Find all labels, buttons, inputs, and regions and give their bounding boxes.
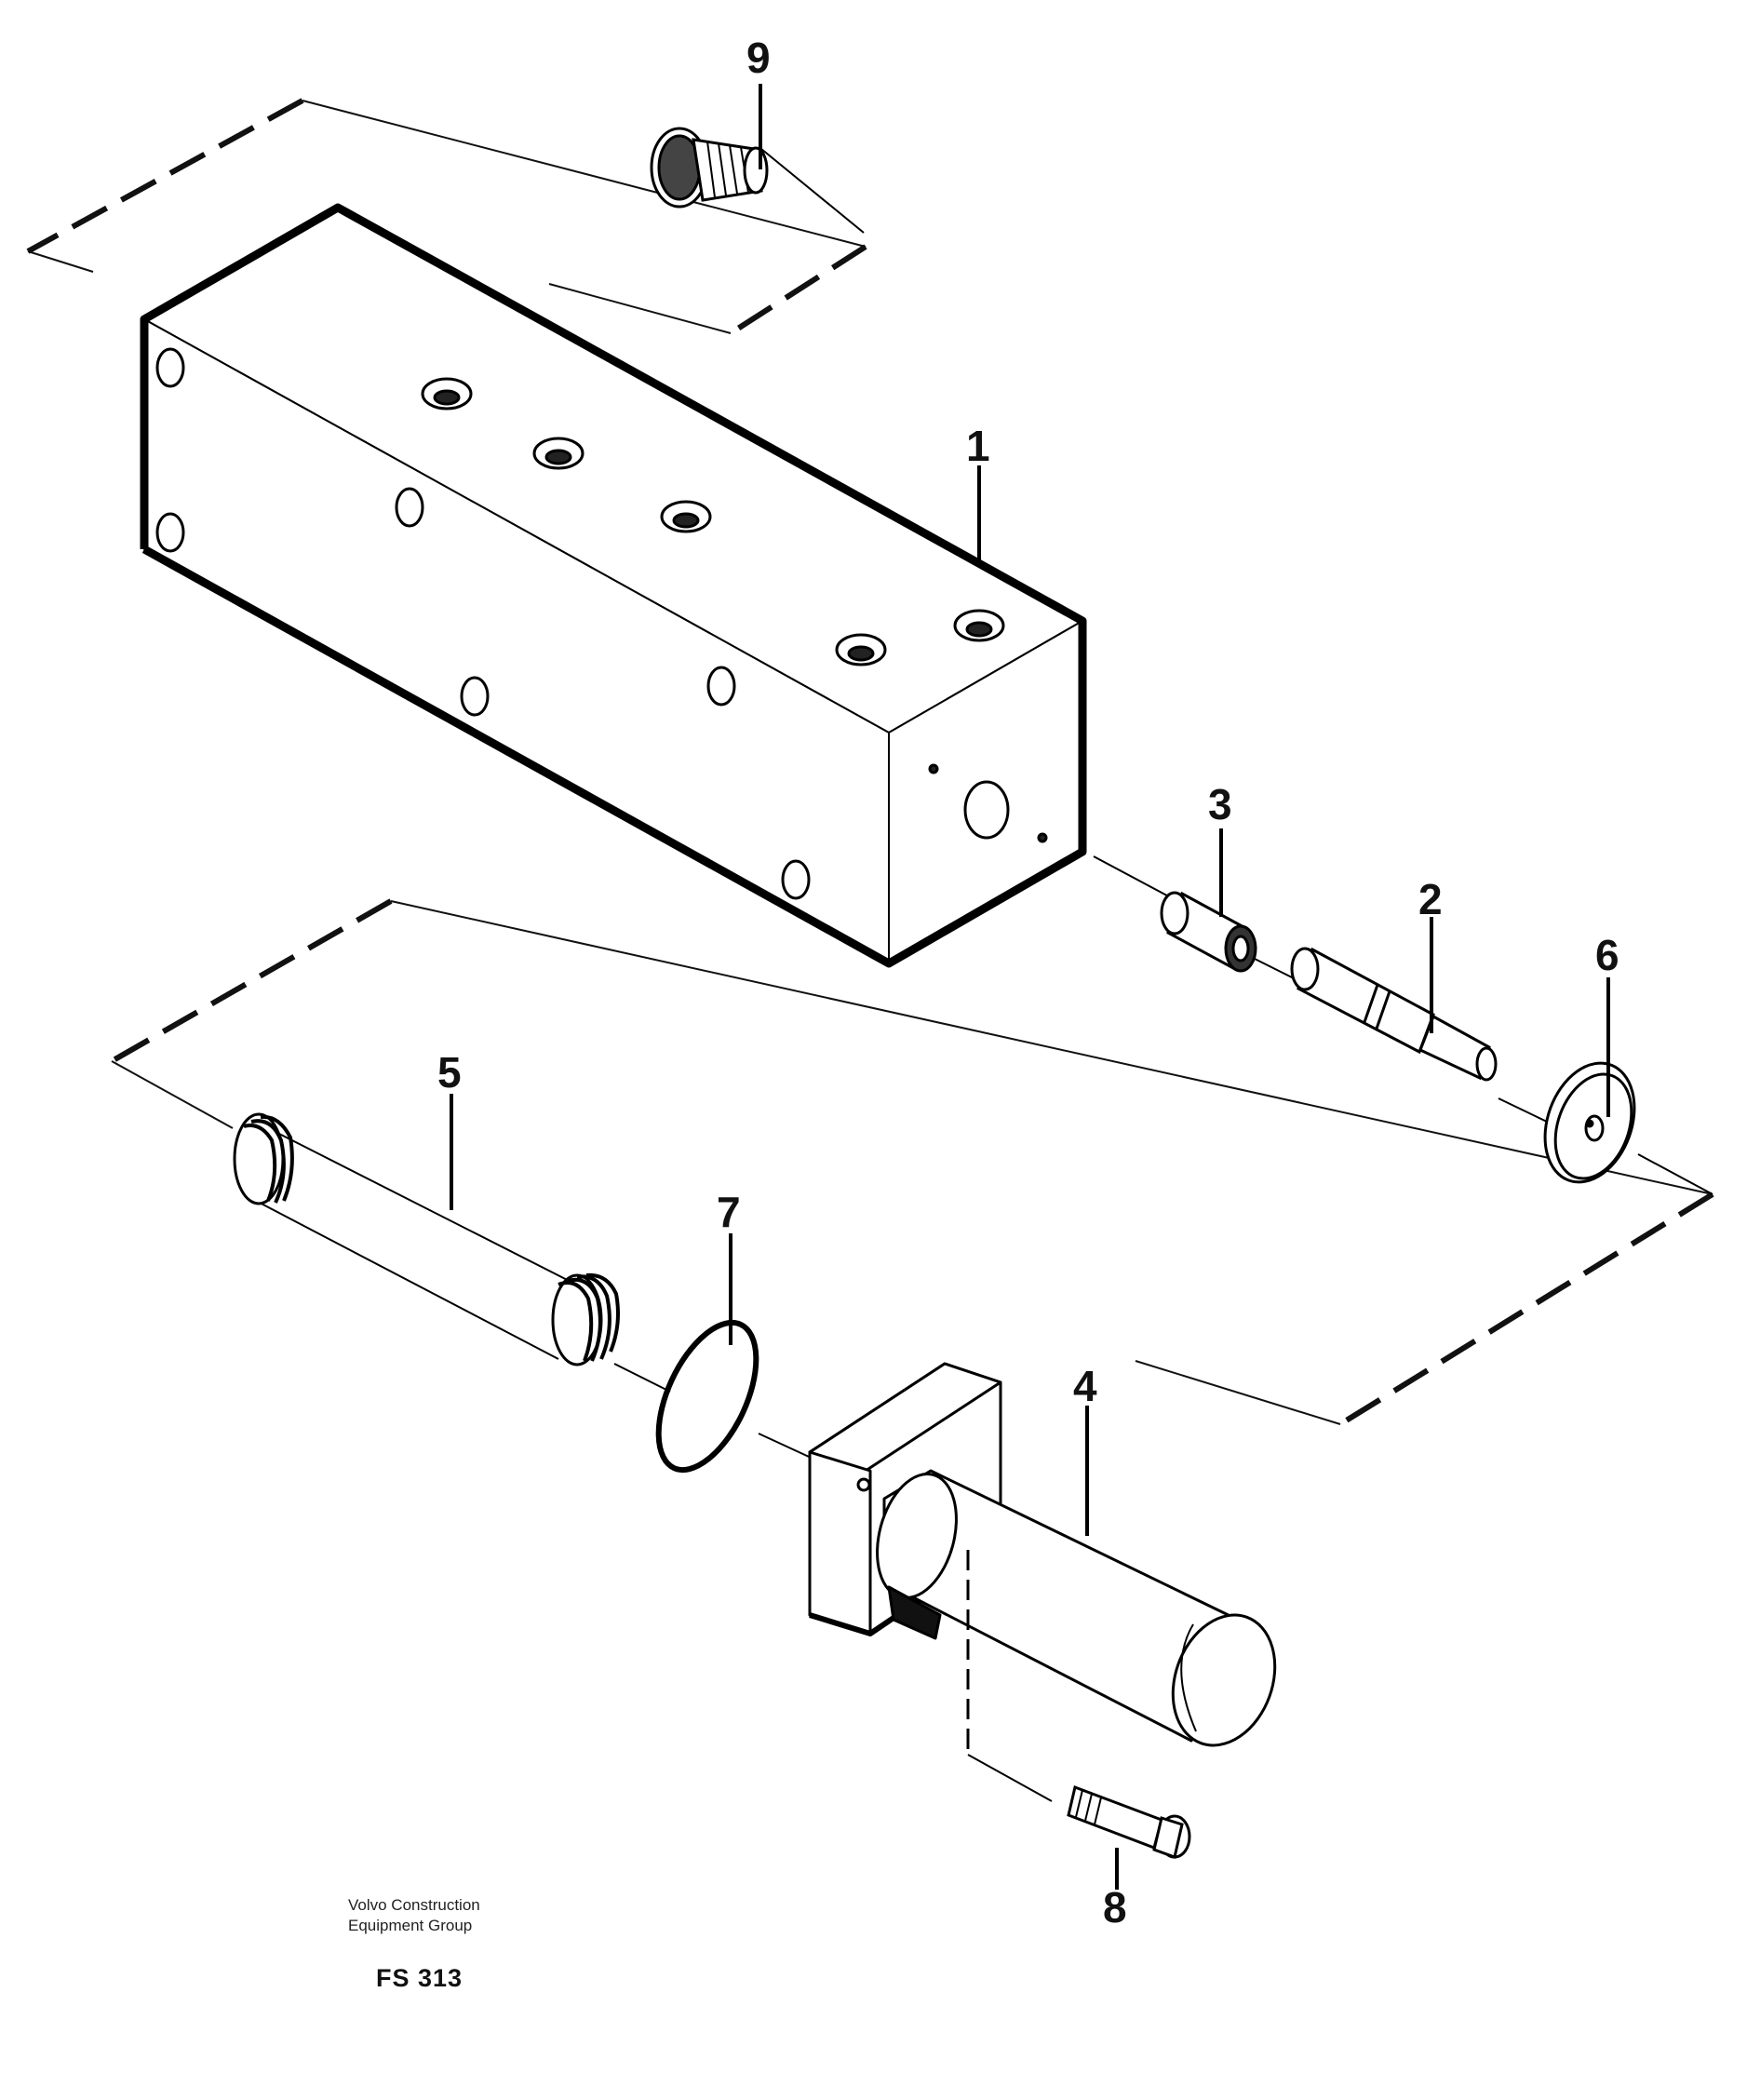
cover-part	[808, 1362, 1277, 1802]
callout-2: 2	[1418, 875, 1443, 923]
credit-line-2: Equipment Group	[348, 1917, 473, 1934]
lower-phantom-plane	[110, 898, 1714, 1427]
callout-6: 6	[1595, 931, 1619, 979]
callout-4: 4	[1073, 1362, 1097, 1410]
callout-3: 3	[1208, 780, 1232, 828]
washer-part	[1543, 1061, 1636, 1184]
spring-spool-part	[233, 1112, 620, 1366]
sleeve-part	[1160, 891, 1257, 973]
manufacturer-credit: Volvo Construction Equipment Group	[348, 1895, 480, 1936]
credit-line-1: Volvo Construction	[348, 1896, 480, 1914]
screw-part	[1067, 1784, 1191, 1859]
callout-8: 8	[1103, 1883, 1127, 1932]
leader-lines	[450, 84, 1610, 1890]
callout-1: 1	[966, 422, 990, 470]
upper-phantom-plane	[26, 98, 867, 336]
figure-code: FS 313	[376, 1964, 464, 1992]
valve-pin-part	[1290, 947, 1498, 1082]
side-holes	[155, 347, 811, 900]
top-port-holes	[421, 377, 1005, 666]
o-ring-part	[613, 1319, 820, 1474]
callout-9: 9	[746, 34, 771, 82]
callout-5: 5	[437, 1048, 462, 1097]
end-face-port	[928, 763, 1048, 843]
callout-7: 7	[717, 1188, 741, 1236]
plug-fitting	[650, 127, 865, 234]
assembly-centerline	[1093, 855, 1713, 1195]
valve-block	[140, 203, 1087, 968]
callout-labels: 9 1 3 2 6 5 7 4 8	[437, 34, 1619, 1932]
